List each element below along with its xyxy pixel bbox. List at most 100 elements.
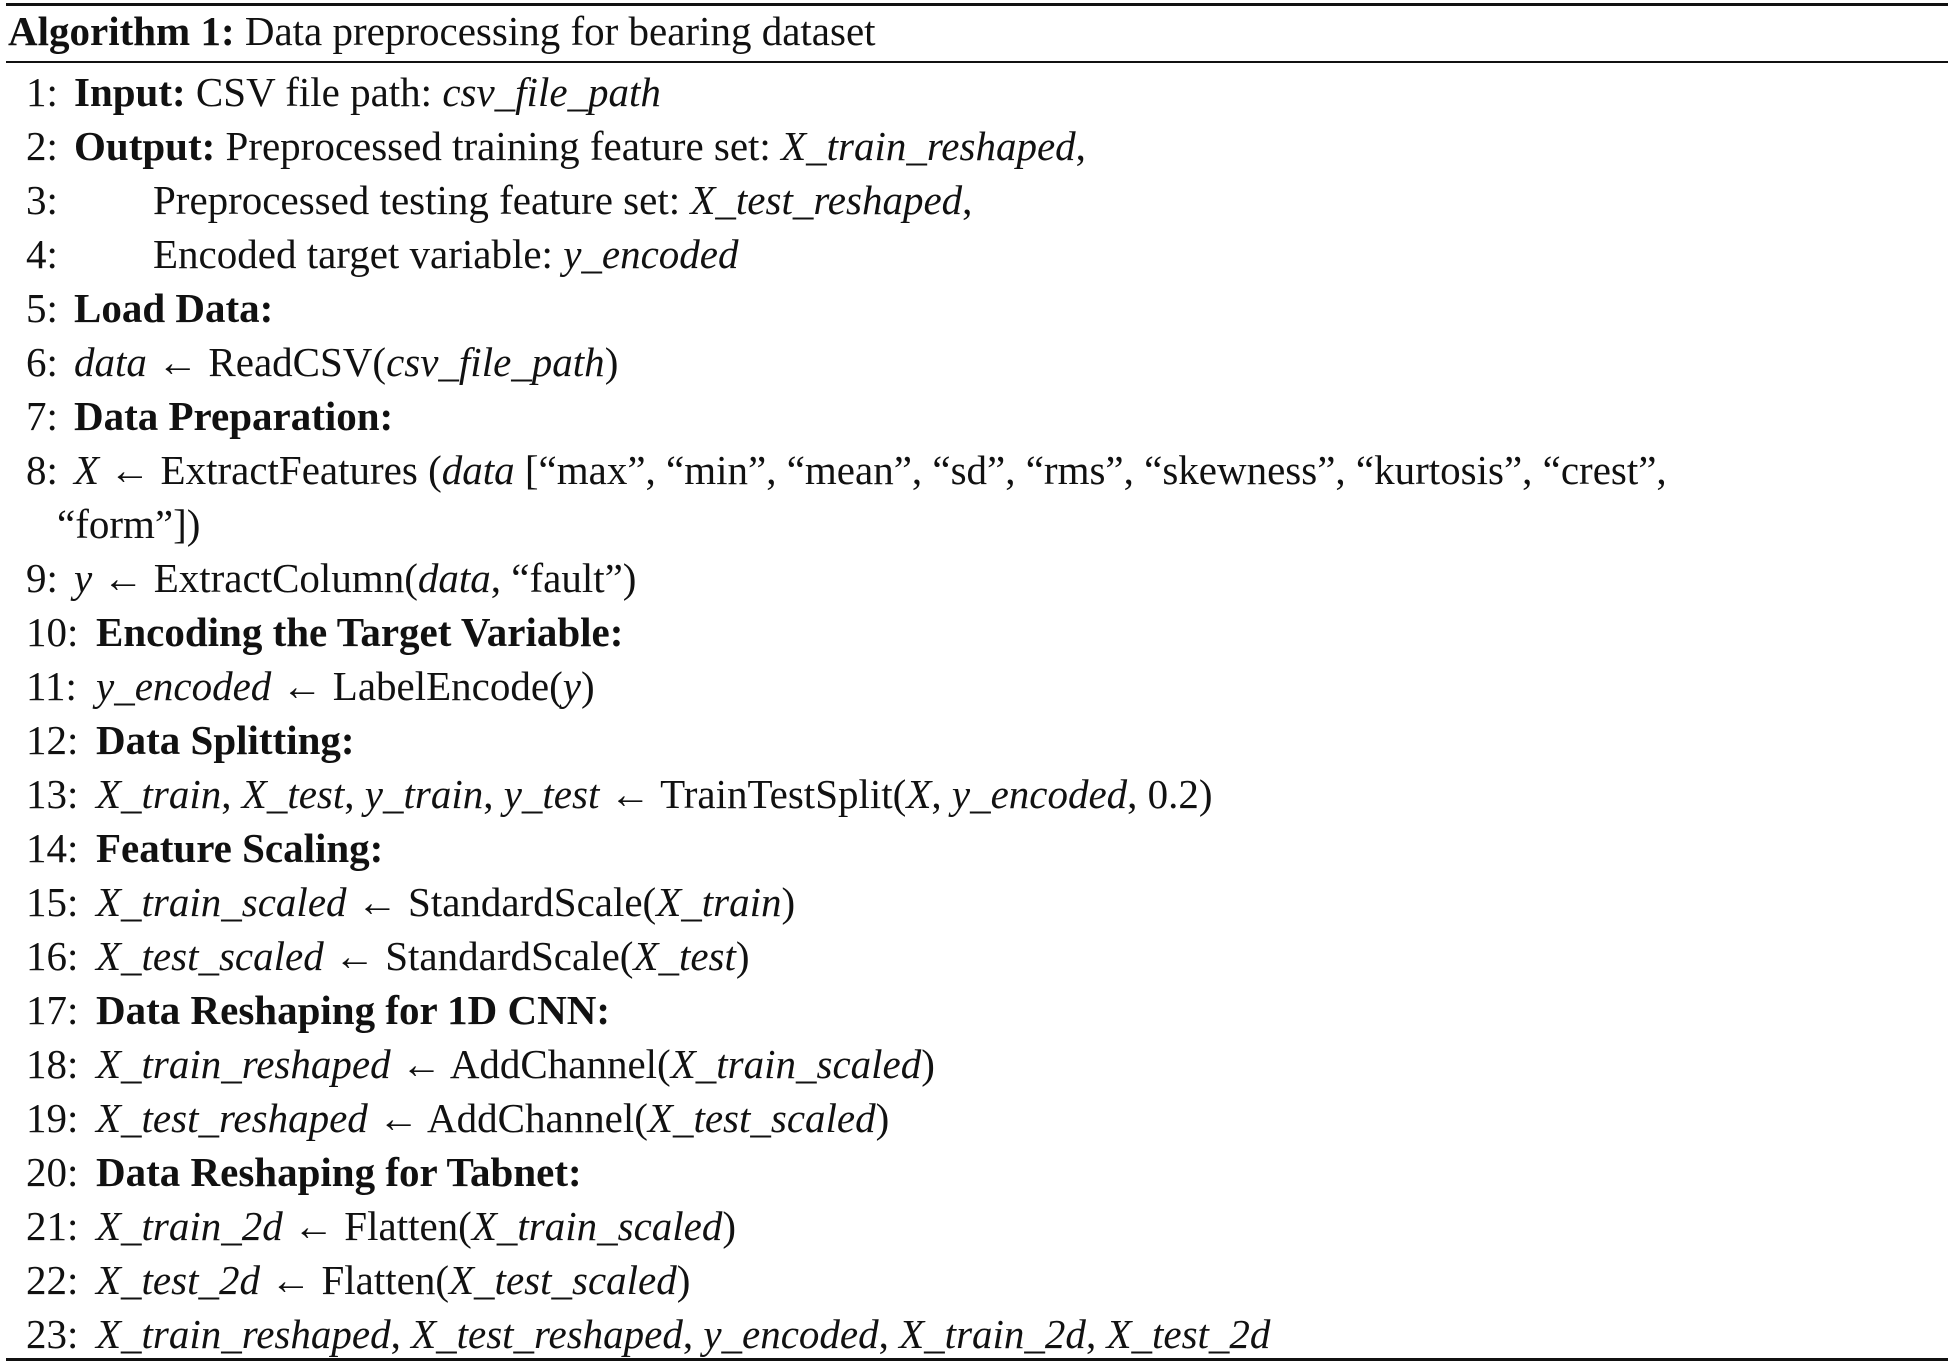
variable: data (441, 447, 515, 493)
line-number: 21: (26, 1203, 79, 1249)
algorithm-line: 13:X_train, X_test, y_train, y_test ← Tr… (0, 767, 1954, 821)
algorithm-title: Data preprocessing for bearing dataset (244, 8, 876, 54)
line-content: Data Reshaping for Tabnet: (96, 1145, 582, 1199)
line-content: Data Reshaping for 1D CNN: (96, 983, 610, 1037)
code-text: ← LabelEncode( (271, 663, 563, 709)
code-text: , (1075, 123, 1086, 169)
line-content: X_train_2d ← Flatten(X_train_scaled) (96, 1199, 736, 1253)
algorithm-line: 10: Encoding the Target Variable: (0, 605, 1954, 659)
variable: X_train (96, 771, 222, 817)
algorithm-header: Algorithm 1: Data preprocessing for bear… (8, 2, 876, 60)
variable: X_train_reshaped (96, 1041, 391, 1087)
variable: y_encoded (951, 771, 1128, 817)
line-number: 6: (26, 339, 58, 385)
code-text: ← StandardScale( (346, 879, 657, 925)
line-continuation: “form”]) (57, 497, 200, 551)
line-number: 10: (26, 609, 79, 655)
line-content: X_train_reshaped, X_test_reshaped, y_enc… (96, 1307, 1270, 1361)
line-number: 3: (26, 177, 58, 223)
line-content: y ← ExtractColumn(data, “fault”) (74, 551, 636, 605)
code-text: Preprocessed testing feature set: (153, 177, 691, 223)
code-text: , (1085, 1311, 1107, 1357)
line-content: Data Preparation: (74, 389, 393, 443)
algorithm-line: 14: Feature Scaling: (0, 821, 1954, 875)
code-text: ) (604, 339, 619, 385)
code-text: ) (875, 1095, 890, 1141)
line-content: y_encoded ← LabelEncode(y) (96, 659, 595, 713)
line-number: 20: (26, 1149, 79, 1195)
code-text: ← ReadCSV( (146, 339, 387, 385)
line-content: data ← ReadCSV(csv_file_path) (74, 335, 618, 389)
algorithm-line: 3: Preprocessed testing feature set: X_te… (0, 173, 1954, 227)
line-content: Output: Preprocessed training feature se… (74, 119, 1086, 173)
variable: X (906, 771, 932, 817)
line-number: 17: (26, 987, 79, 1033)
algorithm-line: 15: X_train_scaled ← StandardScale(X_trai… (0, 875, 1954, 929)
code-text: , (682, 1311, 704, 1357)
variable: y_train (364, 771, 484, 817)
header-rule (6, 61, 1948, 63)
algorithm-line: 6: data ← ReadCSV(csv_file_path) (0, 335, 1954, 389)
code-text: ← AddChannel( (390, 1041, 671, 1087)
line-number: 16: (26, 933, 79, 979)
algorithm-line: 21: X_train_2d ← Flatten(X_train_scaled) (0, 1199, 1954, 1253)
line-content: X_test_reshaped ← AddChannel(X_test_scal… (96, 1091, 889, 1145)
code-text: ← ExtractColumn( (92, 555, 418, 601)
keyword: Data Splitting: (96, 717, 355, 763)
line-number: 2: (26, 123, 58, 169)
line-content: Feature Scaling: (96, 821, 383, 875)
code-text: ) (580, 663, 595, 709)
variable: X_test_scaled (647, 1095, 876, 1141)
code-text: , (878, 1311, 900, 1357)
variable: X_train_reshaped (781, 123, 1076, 169)
code-text: ← ExtractFeatures ( (99, 447, 442, 493)
variable: csv_file_path (386, 339, 605, 385)
line-number: 1: (26, 69, 58, 115)
keyword: Output: (74, 123, 216, 169)
line-number: 15: (26, 879, 79, 925)
algorithm-line: 4:Encoded target variable: y_encoded (0, 227, 1954, 281)
code-text: , 0.2) (1127, 771, 1213, 817)
line-content: X_test_2d ← Flatten(X_test_scaled) (96, 1253, 690, 1307)
variable: X_train_scaled (96, 879, 347, 925)
code-text: Preprocessed training feature set: (215, 123, 782, 169)
algorithm-line: 17: Data Reshaping for 1D CNN: (0, 983, 1954, 1037)
line-number: 7: (26, 393, 58, 439)
code-text: “form”]) (57, 501, 201, 547)
variable: data (74, 339, 147, 385)
top-rule (6, 3, 1948, 6)
line-content: Preprocessed testing feature set: X_test… (153, 173, 972, 227)
code-text: , (221, 771, 242, 817)
keyword: Input: (74, 69, 186, 115)
code-text: , “fault”) (490, 555, 637, 601)
line-number: 8: (26, 447, 58, 493)
variable: X (74, 447, 100, 493)
keyword: Encoding the Target Variable: (96, 609, 624, 655)
algorithm-line: 11:y_encoded ← LabelEncode(y) (0, 659, 1954, 713)
code-text: Encoded target variable: (153, 231, 564, 277)
line-content: Data Splitting: (96, 713, 355, 767)
keyword: Data Reshaping for 1D CNN: (96, 987, 611, 1033)
algorithm-line: 8: X ← ExtractFeatures (data [“max”, “min… (0, 443, 1954, 551)
line-number: 13: (26, 771, 79, 817)
keyword: Data Preparation: (74, 393, 394, 439)
variable: X_test_scaled (96, 933, 324, 979)
variable: csv_file_path (442, 69, 661, 115)
line-content: X_train_scaled ← StandardScale(X_train) (96, 875, 795, 929)
variable: X_train_reshaped (96, 1311, 391, 1357)
line-number: 22: (26, 1257, 79, 1303)
code-text: , (931, 771, 952, 817)
line-number: 18: (26, 1041, 79, 1087)
algorithm-line: 22: X_test_2d ← Flatten(X_test_scaled) (0, 1253, 1954, 1307)
algorithm-line: 20: Data Reshaping for Tabnet: (0, 1145, 1954, 1199)
code-text: ← Flatten( (282, 1203, 472, 1249)
line-content: Input: CSV file path: csv_file_path (74, 65, 661, 119)
algorithm-label: Algorithm 1: (8, 8, 235, 54)
line-number: 14: (26, 825, 79, 871)
code-text: , (962, 177, 973, 223)
code-text: ) (921, 1041, 935, 1087)
variable: y (562, 663, 581, 709)
line-content: X ← ExtractFeatures (data [“max”, “min”,… (74, 443, 1667, 497)
algorithm-lines: 1: Input: CSV file path: csv_file_path 2: O… (0, 65, 1954, 1361)
